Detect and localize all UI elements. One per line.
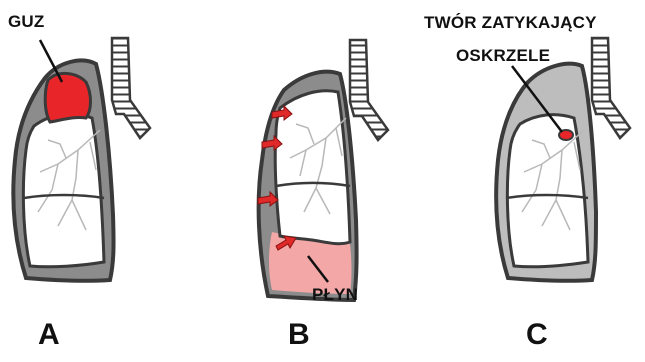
panel-a-letter: A: [38, 318, 60, 352]
panel-b-trachea: [350, 40, 388, 140]
panel-a-diagram: [13, 38, 150, 281]
panel-b-diagram: [258, 40, 388, 300]
panel-a-trachea: [112, 38, 150, 138]
obstruction-label-line-2: OSKRZELE: [456, 46, 550, 66]
panel-b-letter: B: [288, 318, 310, 352]
panel-c-trachea: [592, 38, 630, 138]
fluid-label: PŁYN: [312, 285, 358, 305]
panel-c-diagram: [496, 38, 630, 281]
panel-a-tumor: [45, 73, 90, 122]
obstruction-label-line-1: TWÓR ZATYKAJĄCY: [424, 13, 597, 33]
tumor-label: GUZ: [8, 12, 44, 32]
panel-c-letter: C: [526, 318, 548, 352]
